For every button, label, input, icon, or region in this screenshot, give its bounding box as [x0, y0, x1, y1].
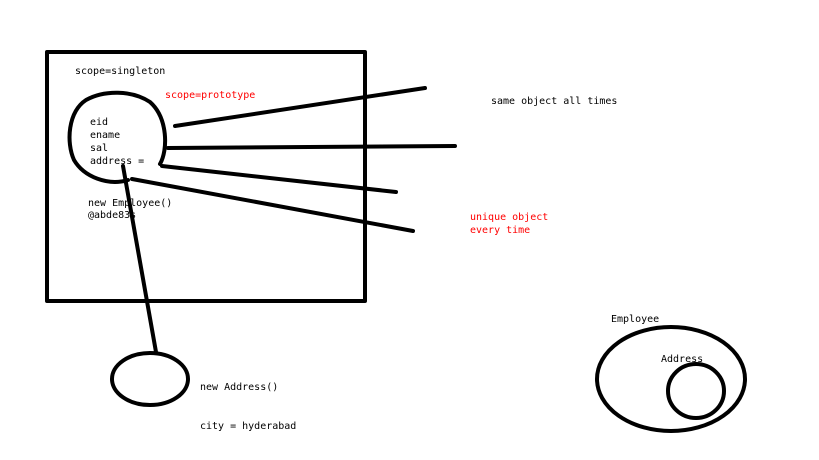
city-label: city = hyderabad	[200, 421, 296, 432]
same-object-label: same object all times	[491, 96, 617, 107]
field-ename-label: ename	[90, 130, 120, 141]
address-label: Address	[661, 354, 703, 365]
employee-label: Employee	[611, 314, 659, 325]
unique-object-label-line1: unique object	[470, 212, 548, 223]
line-to-unique-object-lower	[130, 177, 415, 233]
employee-outer-ellipse	[595, 325, 747, 433]
address-object-ellipse	[110, 351, 190, 407]
singleton-container-box	[45, 50, 367, 303]
line-address-to-address-object	[121, 164, 158, 354]
line-to-same-object-upper	[173, 86, 427, 128]
new-address-label: new Address()	[200, 382, 278, 393]
unique-object-label-line2: every time	[470, 225, 530, 236]
scope-singleton-label: scope=singleton	[75, 66, 165, 77]
employee-object-circle	[67, 90, 168, 184]
line-to-same-object-lower	[166, 144, 457, 150]
field-eid-label: eid	[90, 117, 108, 128]
address-inner-circle	[666, 362, 726, 420]
line-to-unique-object-upper	[160, 164, 398, 194]
scope-prototype-label: scope=prototype	[165, 90, 255, 101]
field-sal-label: sal	[90, 143, 108, 154]
new-employee-label: new Employee()	[88, 198, 172, 209]
field-address-label: address =	[90, 156, 144, 167]
object-hash-label: @abde83s	[88, 210, 136, 221]
